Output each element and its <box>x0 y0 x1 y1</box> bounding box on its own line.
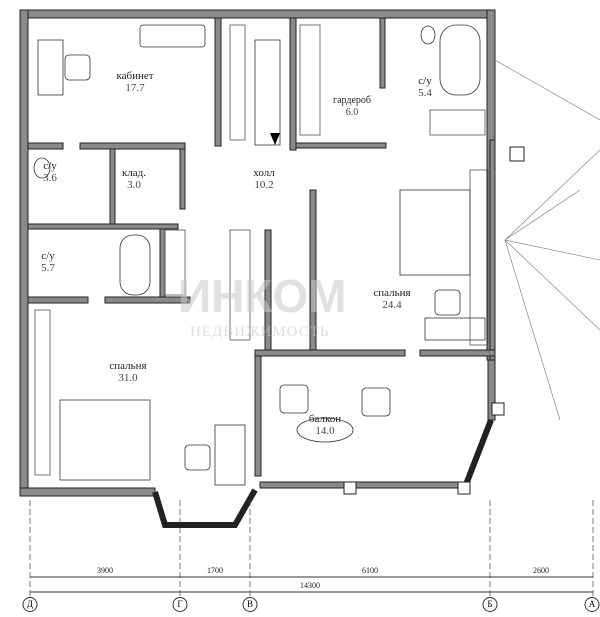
stair-arrow-icon <box>270 133 280 145</box>
axis-marker-g: Г <box>172 597 188 612</box>
columns <box>343 146 525 495</box>
axis-marker-d: Д <box>22 597 38 612</box>
dimension-total: 14300 <box>300 581 320 590</box>
axis-marker-a: А <box>584 597 600 612</box>
axis-marker-v: В <box>242 597 258 612</box>
dimension-6100: 6100 <box>362 566 378 575</box>
wardrobes <box>34 24 489 476</box>
watermark-subtitle: НЕДВИЖИМОСТЬ <box>190 324 330 340</box>
axis-marker-b: Б <box>482 597 498 612</box>
watermark-logo: ИНКОМ <box>178 270 347 322</box>
dimension-1700: 1700 <box>207 566 223 575</box>
room-storage: клад.3.0 <box>121 167 147 191</box>
walls <box>19 9 496 497</box>
dimension-3900: 3900 <box>97 566 113 575</box>
furniture <box>33 24 486 486</box>
roof-lines <box>494 59 600 421</box>
dimension-lines <box>30 576 593 593</box>
axis-lines <box>29 500 594 598</box>
dimension-2600: 2600 <box>533 566 549 575</box>
